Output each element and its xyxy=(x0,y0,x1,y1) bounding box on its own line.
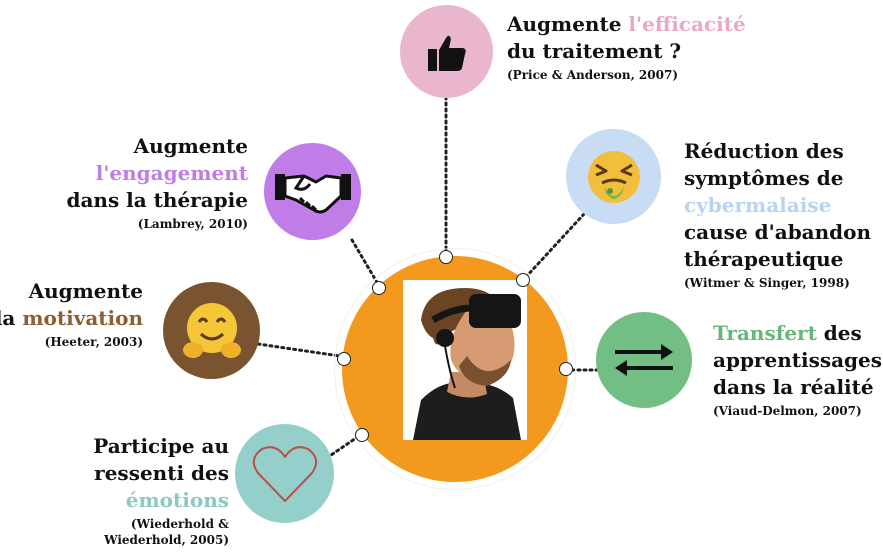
node-engagement xyxy=(264,143,361,240)
label-transfer-line3: dans la réalité xyxy=(713,375,874,399)
connector-dot-efficacy xyxy=(439,250,453,264)
thumbs-up-icon xyxy=(427,35,466,71)
node-emotions xyxy=(235,424,334,523)
label-emotions-line2: ressenti des xyxy=(94,461,229,485)
label-motivation-line1: Augmente xyxy=(28,279,143,303)
highlight-emotions: émotions xyxy=(125,488,229,512)
label-engagement-line3: dans la thérapie xyxy=(66,188,248,212)
swap-arrows-icon xyxy=(615,344,673,376)
label-efficacy-line2: du traitement ? xyxy=(507,39,682,63)
label-transfer-line2: apprentissages xyxy=(713,348,883,372)
highlight-motivation: motivation xyxy=(22,306,143,330)
citation-engagement: (Lambrey, 2010) xyxy=(137,217,248,231)
label-transfer: Transfert des apprentissages dans la réa… xyxy=(713,320,882,419)
label-efficacy: Augmente l'efficacité du traitement ? (P… xyxy=(507,11,746,83)
handshake-icon xyxy=(274,173,351,213)
connector-dot-engagement xyxy=(372,281,386,295)
heart-icon xyxy=(252,445,317,502)
center-ring xyxy=(334,248,576,490)
connector-dot-cybersickness xyxy=(516,273,530,287)
hugging-face-icon xyxy=(182,302,241,358)
citation-emotions-1: (Wiederhold & xyxy=(130,517,229,531)
vr-headset-person-icon xyxy=(403,280,527,440)
connector-dot-transfer xyxy=(559,362,573,376)
connector-motivation xyxy=(256,342,342,358)
node-motivation xyxy=(163,282,260,379)
label-engagement: Augmente l'engagement dans la thérapie (… xyxy=(66,133,248,232)
connector-dot-motivation xyxy=(337,352,351,366)
node-efficacy xyxy=(400,5,493,98)
citation-transfer: (Viaud-Delmon, 2007) xyxy=(713,404,862,418)
label-cybersickness-line4: cause d'abandon xyxy=(684,220,872,244)
label-engagement-line1: Augmente xyxy=(133,134,248,158)
connector-engagement xyxy=(350,238,380,286)
highlight-engagement: l'engagement xyxy=(95,161,248,185)
label-cybersickness: Réduction des symptômes de cybermalaise … xyxy=(684,138,871,291)
highlight-efficacy: l'efficacité xyxy=(628,12,746,36)
citation-emotions-2: Wiederhold, 2005) xyxy=(104,533,229,547)
label-efficacy-line1: Augmente l'efficacité xyxy=(507,12,746,36)
connector-dot-emotions xyxy=(355,428,369,442)
citation-motivation: (Heeter, 2003) xyxy=(44,335,143,349)
nauseated-face-icon xyxy=(587,150,640,203)
citation-efficacy: (Price & Anderson, 2007) xyxy=(507,68,679,82)
label-cybersickness-line2: symptômes de xyxy=(684,166,844,190)
highlight-cybersickness: cybermalaise xyxy=(684,193,832,217)
connector-cybersickness xyxy=(523,212,586,280)
label-emotions: Participe au ressenti des émotions (Wied… xyxy=(93,433,229,548)
label-cybersickness-line1: Réduction des xyxy=(684,139,844,163)
node-transfer xyxy=(596,312,692,408)
node-cybersickness xyxy=(566,129,661,224)
highlight-transfer: Transfert xyxy=(713,321,817,345)
label-transfer-line1: Transfert des xyxy=(713,321,862,345)
label-cybersickness-line5: thérapeutique xyxy=(684,247,844,271)
label-emotions-line1: Participe au xyxy=(93,434,229,458)
label-motivation-line2: la motivation xyxy=(0,306,143,330)
citation-cybersickness: (Witmer & Singer, 1998) xyxy=(684,276,850,290)
label-motivation: Augmente la motivation (Heeter, 2003) xyxy=(0,278,143,350)
